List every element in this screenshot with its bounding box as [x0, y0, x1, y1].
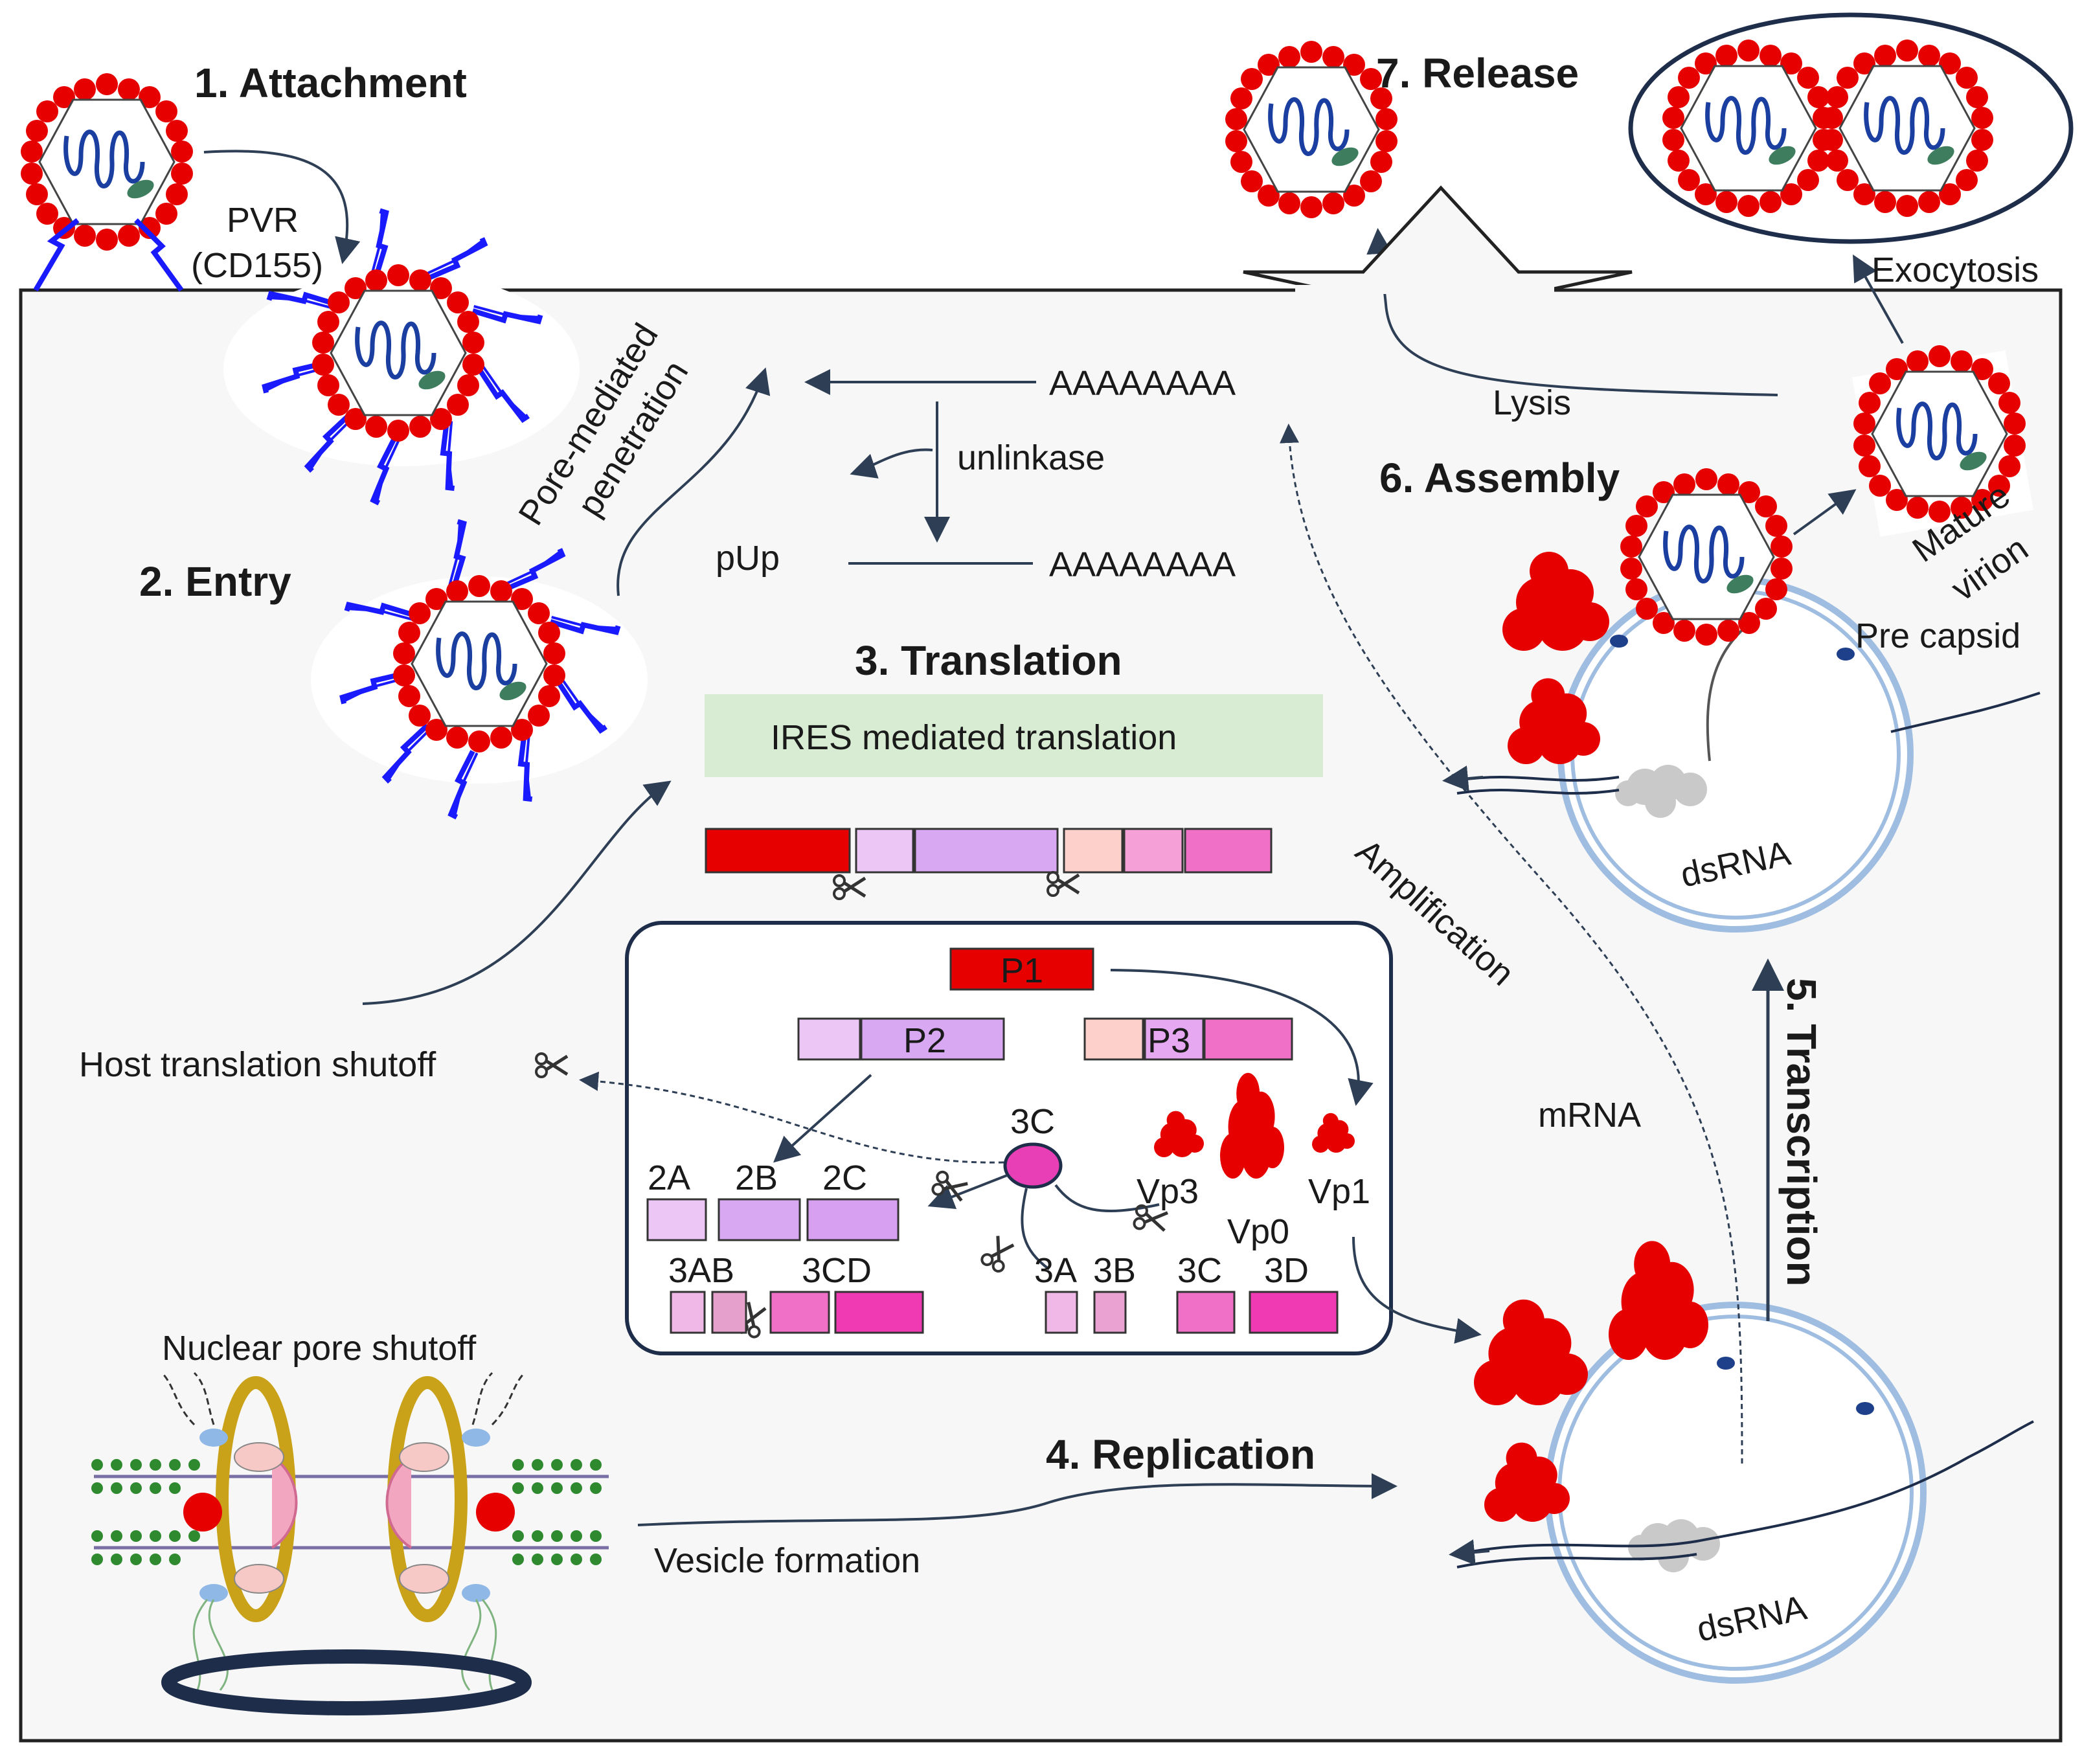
protease-arrow-vp — [1054, 1184, 1160, 1212]
step-assembly-title: 6. Assembly — [1379, 455, 1620, 501]
protein-3c: 3C — [1177, 1251, 1222, 1290]
protein-2a: 2A — [648, 1159, 690, 1197]
protein-3b: 3B — [1093, 1251, 1136, 1290]
vesicle-formation-arrow — [637, 1473, 1397, 1526]
ires-box — [705, 694, 1323, 777]
pvr-label: PVR — [227, 201, 299, 240]
lysis-label: Lysis — [1493, 383, 1571, 422]
protein-3ab: 3AB — [668, 1251, 734, 1290]
maturation-arrow — [1793, 489, 1857, 536]
vesicle-formation-label: Vesicle formation — [654, 1541, 920, 1580]
penetration-arrow — [617, 367, 771, 596]
step-entry-title: 2. Entry — [139, 558, 291, 605]
vpg-release-arrow — [850, 448, 933, 479]
p2-label: P2 — [903, 1021, 946, 1060]
cleavage-products — [646, 1198, 1339, 1334]
protein-3a: 3A — [1034, 1251, 1077, 1290]
exocytosis-label: Exocytosis — [1872, 251, 2039, 289]
protein-3d: 3D — [1264, 1251, 1309, 1290]
host-to-translation-arrow — [362, 780, 672, 1005]
pup-label: pUp — [716, 539, 780, 578]
replication-vesicle — [1456, 1241, 2034, 1684]
attachment-arrow — [203, 150, 361, 264]
replication-out-arrow — [1449, 1539, 1490, 1566]
vp0-label: Vp0 — [1227, 1212, 1289, 1251]
exocytosis-arrow — [1853, 254, 1904, 344]
step-transcription-title: 5. Transcription — [1778, 978, 1825, 1287]
released-virion — [1225, 41, 1397, 218]
host-shutoff-label: Host translation shutoff — [79, 1045, 436, 1084]
assembly-out-arrow — [1442, 765, 1484, 792]
polyprotein-bar — [705, 828, 1273, 874]
unlinkase-label: unlinkase — [957, 438, 1105, 477]
cd155-label: (CD155) — [191, 246, 323, 285]
protease-3c — [1003, 1142, 1063, 1189]
protease-3c-label: 3C — [1010, 1102, 1055, 1141]
protein-3cd: 3CD — [802, 1251, 872, 1290]
entering-virion — [311, 520, 648, 819]
step-replication-title: 4. Replication — [1046, 1431, 1315, 1478]
nuclear-shutoff-label: Nuclear pore shutoff — [162, 1329, 477, 1368]
p2-processing-arrow — [773, 1074, 872, 1163]
step-translation-title: 3. Translation — [855, 637, 1122, 684]
p1-processing-arrow — [1110, 969, 1374, 1106]
free-virion-attachment — [21, 73, 193, 292]
nuclear-pore-complex — [91, 1372, 609, 1715]
p1-label: P1 — [1001, 951, 1043, 990]
vp1-to-replication-arrow — [1352, 1236, 1482, 1344]
host-shutoff-dashed — [579, 1071, 1004, 1164]
ires-label: IRES mediated translation — [771, 718, 1177, 757]
step-attachment-title: 1. Attachment — [194, 60, 467, 106]
mrna-label: mRNA — [1538, 1096, 1641, 1135]
protease-arrow-3a — [1021, 1188, 1050, 1271]
amplification-dashed — [1280, 424, 1743, 1464]
step-release-title: 7. Release — [1376, 50, 1579, 96]
p3-label: P3 — [1148, 1021, 1190, 1060]
polya-top: AAAAAAAA — [1049, 364, 1236, 403]
protein-2c: 2C — [822, 1159, 867, 1197]
pre-capsid-label: Pre capsid — [1855, 616, 2020, 655]
protein-2b: 2B — [735, 1159, 778, 1197]
vp1-label: Vp1 — [1308, 1172, 1370, 1211]
protease-arrow-2c — [927, 1174, 1008, 1209]
receptor-bound-virion — [223, 209, 580, 504]
polya-bottom: AAAAAAAA — [1049, 545, 1236, 584]
vp3-label: Vp3 — [1137, 1172, 1199, 1211]
